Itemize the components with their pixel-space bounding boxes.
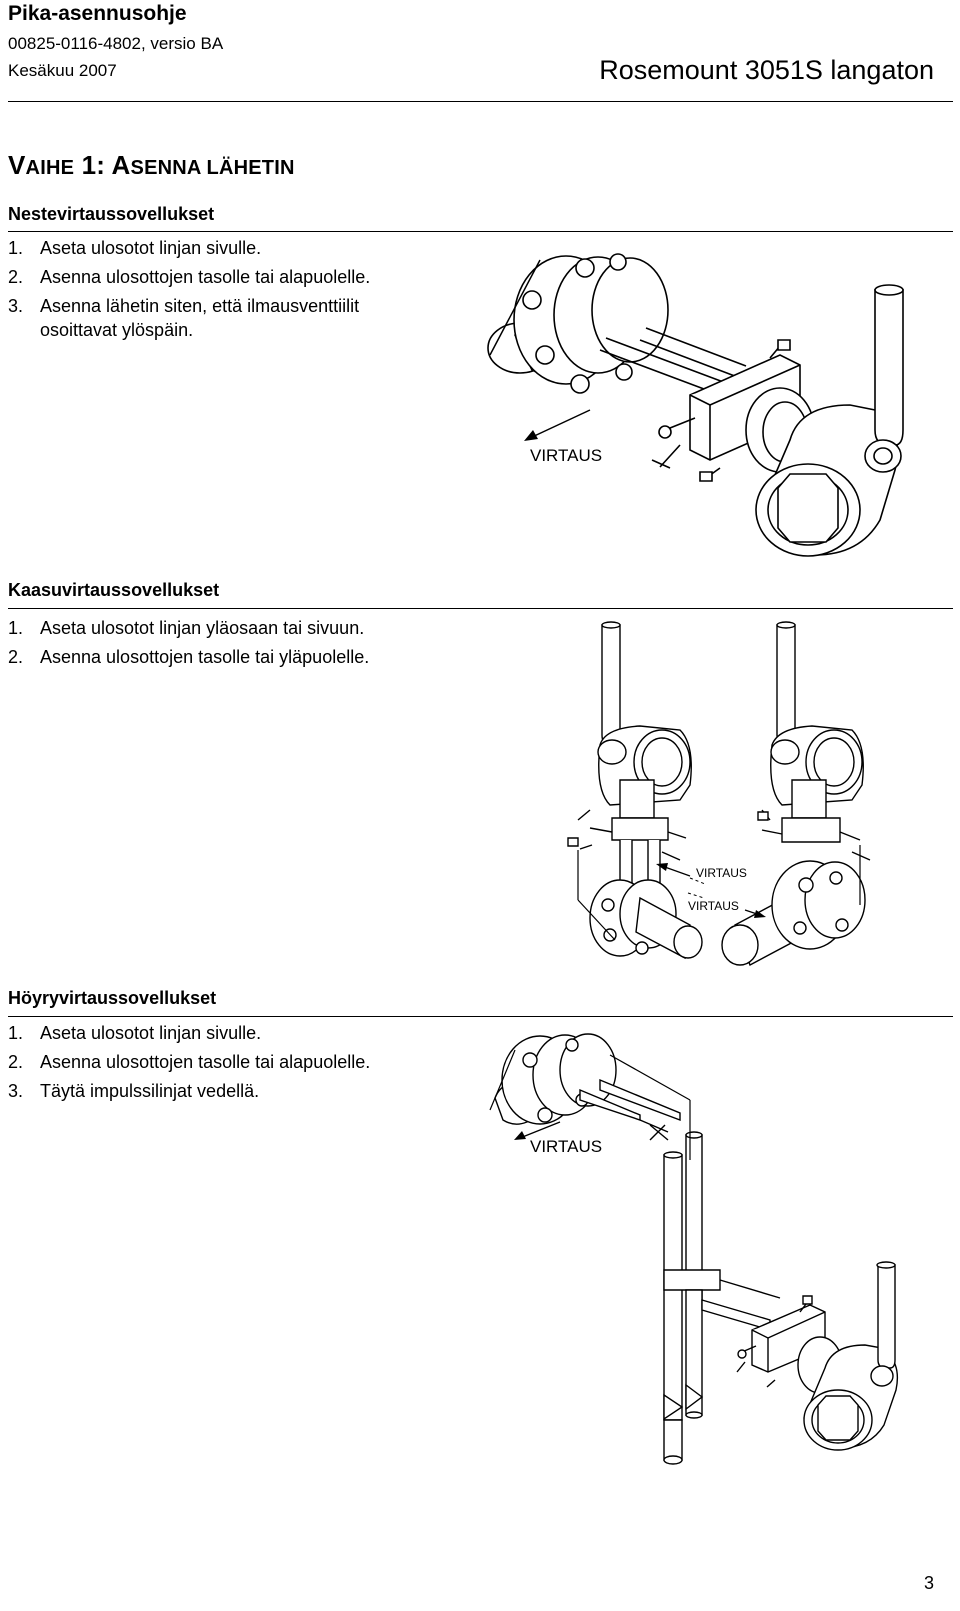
- header-rule: [8, 101, 953, 102]
- liquid-section-rule: [8, 231, 953, 232]
- gas-item-1: 1.Aseta ulosotot linjan yläosaan tai siv…: [8, 618, 365, 638]
- gas-section-heading: Kaasuvirtaussovellukset: [8, 580, 220, 600]
- page-number: 3: [923, 1573, 934, 1593]
- steam-item-1: 1.Aseta ulosotot linjan sivulle.: [8, 1023, 262, 1043]
- steam-item-2: 2.Asenna ulosottojen tasolle tai alapuol…: [8, 1052, 371, 1072]
- steam-item-3: 3.Täytä impulssilinjat vedellä.: [8, 1081, 260, 1101]
- liquid-flow-label: VIRTAUS: [530, 446, 603, 465]
- product-name: Rosemount 3051S langaton: [599, 55, 934, 85]
- gas-flow-label-1: VIRTAUS: [696, 866, 747, 880]
- steam-flow-label: VIRTAUS: [530, 1137, 603, 1156]
- liquid-item-2: 2.Asenna ulosottojen tasolle tai alapuol…: [8, 267, 371, 287]
- gas-flow-label-2: VIRTAUS: [688, 899, 739, 913]
- liquid-section-heading: Nestevirtaussovellukset: [8, 204, 215, 224]
- liquid-item-1: 1.Aseta ulosotot linjan sivulle.: [8, 238, 262, 258]
- gas-item-2: 2.Asenna ulosottojen tasolle tai yläpuol…: [8, 647, 370, 667]
- steam-section-rule: [8, 1016, 953, 1017]
- document-type-title: Pika-asennusohje: [8, 2, 187, 25]
- document-date: Kesäkuu 2007: [8, 61, 117, 80]
- steam-section-heading: Höyryvirtaussovellukset: [8, 988, 217, 1008]
- liquid-item-3: 3.Asenna lähetin siten, että ilmausventt…: [8, 296, 360, 340]
- liquid-installation-illustration: [0, 0, 960, 600]
- document-number: 00825-0116-4802, versio BA: [8, 34, 224, 53]
- gas-installation-illustration: [0, 0, 960, 1000]
- gas-section-rule: [8, 608, 953, 609]
- step-heading: VAIHE 1: ASENNA LÄHETIN: [8, 150, 295, 180]
